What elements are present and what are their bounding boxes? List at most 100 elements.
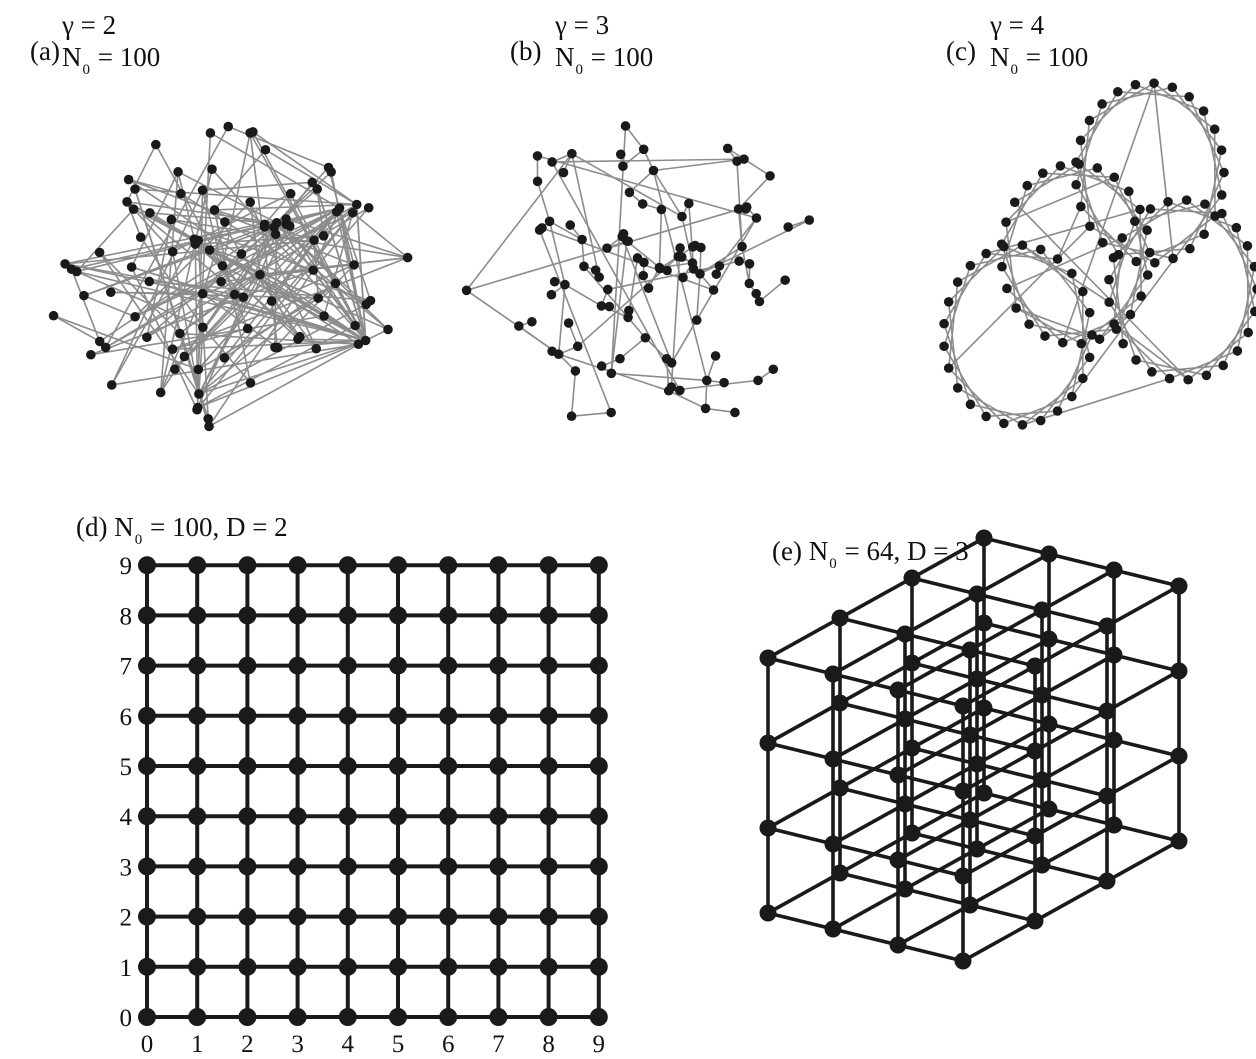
network-c-node — [1001, 217, 1011, 228]
network-b-node — [596, 301, 607, 311]
network-a-edge — [227, 125, 329, 169]
network-c-node — [1092, 163, 1103, 173]
network-c-edge — [1108, 279, 1137, 361]
network-a-edge — [177, 171, 196, 240]
network-a-node — [347, 207, 358, 218]
lattice-2d-node — [238, 957, 257, 976]
network-c-node — [1185, 243, 1195, 254]
network-c-node — [1094, 334, 1105, 344]
lattice-3d-edge — [983, 706, 1050, 726]
lattice-3d-edge — [767, 701, 841, 745]
lattice-3d-node — [975, 529, 993, 547]
lattice-3d-node — [961, 726, 979, 744]
lattice-3d-node — [824, 665, 842, 683]
network-a-edge — [83, 226, 275, 297]
lattice-2d-node — [238, 556, 257, 575]
lattice-3d-node — [954, 697, 972, 715]
network-b-node — [527, 316, 537, 327]
network-a-node — [353, 339, 364, 350]
network-a-node — [142, 332, 152, 343]
lattice-3d-edge — [1034, 879, 1108, 923]
lattice-2d-node — [288, 706, 307, 725]
network-c-node — [1131, 355, 1141, 365]
network-b-node — [532, 176, 543, 187]
network-c-edge — [970, 403, 1041, 422]
network-b-node — [577, 234, 587, 245]
lattice-3d-edge — [897, 648, 971, 692]
lattice-2d-node — [389, 807, 407, 826]
lattice-3d-node — [903, 739, 921, 757]
network-b-edge — [658, 209, 663, 268]
lattice-2d-node — [288, 807, 307, 826]
network-c-edge — [1040, 356, 1091, 422]
lattice-2d-node — [238, 807, 257, 826]
x-tick-label: 2 — [241, 1031, 254, 1058]
network-a-node — [307, 177, 318, 188]
lattice-3d-edge — [767, 911, 834, 931]
network-b-node — [684, 198, 694, 209]
lattice-2d-node — [389, 1008, 407, 1026]
network-c-node — [999, 418, 1009, 429]
network-c-node — [1144, 247, 1155, 258]
lattice-2d-node — [138, 606, 156, 625]
network-a-edge — [330, 171, 367, 341]
network-a-node — [383, 324, 393, 335]
network-c-node — [1117, 233, 1128, 243]
network-a-edge — [140, 236, 204, 328]
lattice-2d-node — [439, 556, 458, 575]
network-a-node — [285, 188, 296, 199]
network-a-node — [318, 231, 329, 241]
network-b-edge — [549, 220, 583, 241]
network-c-node — [1124, 186, 1134, 197]
lattice-3d-edge — [1041, 653, 1115, 697]
network-c-node — [1097, 237, 1108, 248]
network-a-edge — [146, 188, 318, 338]
lattice-3d-node — [968, 670, 986, 688]
network-b-edge — [552, 158, 745, 163]
network-c-edge — [943, 265, 972, 347]
network-c-node — [1011, 303, 1021, 313]
network-c-edge — [1187, 331, 1249, 381]
lattice-3d-edge — [839, 871, 906, 891]
lattice-2d-node — [188, 907, 207, 926]
network-b-node — [606, 368, 617, 379]
network-b-node — [547, 346, 557, 357]
network-c-node — [1109, 172, 1120, 183]
lattice-3d-node — [961, 896, 979, 914]
network-a-edge — [289, 193, 367, 341]
network-c-node — [1052, 254, 1063, 264]
lattice-3d-node — [954, 867, 972, 885]
network-a-edge — [264, 193, 292, 225]
lattice-3d-node — [1170, 832, 1188, 850]
network-c-node — [1067, 391, 1077, 402]
network-c-edge — [1080, 84, 1137, 141]
lattice-3d-edge — [911, 831, 978, 851]
network-a-node — [144, 276, 155, 287]
lattice-3d-node — [968, 585, 986, 603]
network-a-node — [130, 184, 140, 194]
lattice-3d-edge — [976, 762, 1043, 782]
network-b-node — [734, 256, 744, 266]
network-c-edge — [1222, 289, 1256, 366]
network-a-edge — [202, 181, 313, 192]
network-c-node — [1164, 373, 1175, 384]
network-a-edge — [171, 218, 314, 271]
network-a-edge — [352, 212, 409, 259]
lattice-3d-edge — [969, 863, 1043, 907]
network-b-node — [662, 265, 672, 276]
y-tick-label: 0 — [120, 1005, 133, 1032]
network-c-edge — [1202, 110, 1223, 196]
network-b-node — [744, 278, 755, 289]
network-b-edge — [705, 407, 736, 414]
network-c-edge — [1003, 245, 1073, 275]
network-b-node — [714, 261, 725, 271]
network-a-edge — [149, 280, 366, 342]
lattice-2d-node — [238, 1008, 257, 1026]
lattice-2d-node — [238, 656, 257, 675]
network-b-node — [546, 289, 557, 300]
lattice-3d-node — [954, 952, 972, 970]
network-b-node — [710, 351, 721, 361]
network-c-node — [1181, 195, 1192, 205]
network-b-node — [696, 242, 706, 253]
